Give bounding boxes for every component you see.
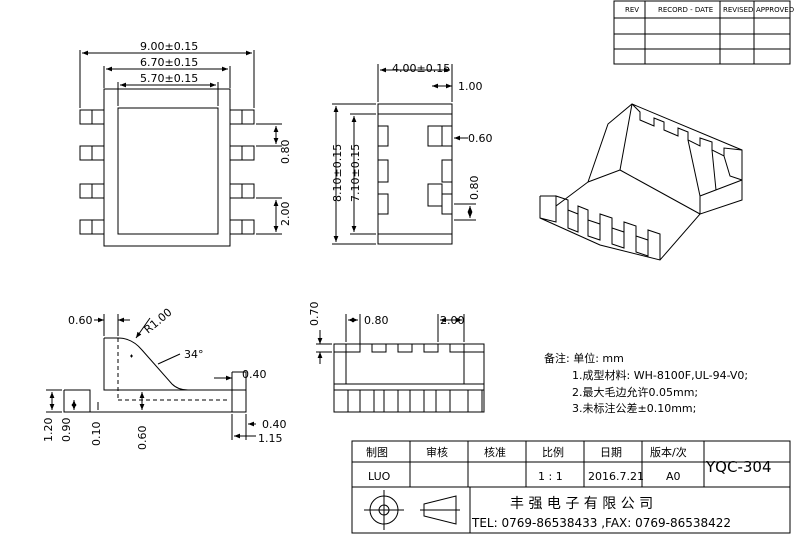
title-value-drafter: LUO	[368, 470, 391, 483]
note-item-2: 2.最大毛边允许0.05mm;	[572, 385, 698, 399]
title-value-version: A0	[666, 470, 681, 483]
isometric-view	[539, 103, 743, 261]
dim-side-overall-height: 8.10±0.15	[331, 144, 344, 202]
dim-profile-step: 0.40	[242, 368, 267, 381]
dim-profile-lip: 0.10	[90, 422, 103, 447]
top-view	[79, 50, 282, 247]
dim-front-pitch: 2.00	[440, 314, 465, 327]
revision-table	[613, 0, 791, 65]
title-value-scale: 1 : 1	[538, 470, 563, 483]
dim-profile-length: 1.15	[258, 432, 283, 445]
title-header-date: 日期	[600, 446, 622, 459]
notes-heading: 备注: 单位: mm	[544, 351, 624, 365]
dim-side-pin-width: 0.80	[468, 176, 481, 201]
dim-profile-base: 0.90	[60, 418, 73, 443]
part-number: YQC-304	[705, 458, 772, 476]
dim-side-slot: 0.60	[468, 132, 493, 145]
dim-profile-top-offset: 0.60	[68, 314, 93, 327]
dim-profile-bottom: 0.40	[262, 418, 287, 431]
profile-view	[46, 314, 256, 440]
title-header-approver: 核准	[484, 445, 506, 459]
dim-profile-height: 1.20	[42, 418, 55, 443]
company-name: 丰 强 电 子 有 限 公 司	[510, 496, 653, 512]
dim-profile-angle: 34°	[184, 348, 204, 361]
dim-front-height: 0.70	[308, 302, 321, 327]
revision-header-rev: REV	[625, 6, 639, 14]
note-item-3: 3.未标注公差±0.10mm;	[572, 401, 696, 415]
dim-side-offset: 1.00	[458, 80, 483, 93]
dim-front-slot-width: 0.80	[364, 314, 389, 327]
title-header-checker: 审核	[426, 445, 448, 459]
title-block	[351, 440, 791, 534]
title-value-date: 2016.7.21	[588, 470, 644, 483]
revision-header-record-date: RECORD - DATE	[658, 6, 713, 14]
company-contact: TEL: 0769-86538433 ,FAX: 0769-86538422	[471, 516, 731, 530]
side-view	[332, 64, 476, 245]
dim-pin-pitch: 2.00	[279, 202, 292, 227]
note-item-1: 1.成型材料: WH-8100F,UL-94-V0;	[572, 368, 748, 382]
title-header-version: 版本/次	[650, 445, 687, 459]
title-header-scale: 比例	[542, 445, 564, 459]
dim-profile-radius: R1.00	[142, 306, 175, 337]
dim-pin-width: 0.80	[279, 140, 292, 165]
revision-header-revised: REVISED	[723, 6, 753, 14]
front-view	[316, 314, 485, 413]
revision-header-approved: APPROVED	[756, 6, 794, 14]
dim-inner-width: 6.70±0.15	[140, 56, 198, 69]
title-header-drafter: 制图	[366, 446, 388, 459]
dim-profile-gap: 0.60	[136, 426, 149, 451]
dim-side-width: 4.00±0.15	[392, 62, 450, 75]
dim-overall-width: 9.00±0.15	[140, 40, 198, 53]
dim-core-width: 5.70±0.15	[140, 72, 198, 85]
dim-side-inner-height: 7.10±0.15	[349, 144, 362, 202]
